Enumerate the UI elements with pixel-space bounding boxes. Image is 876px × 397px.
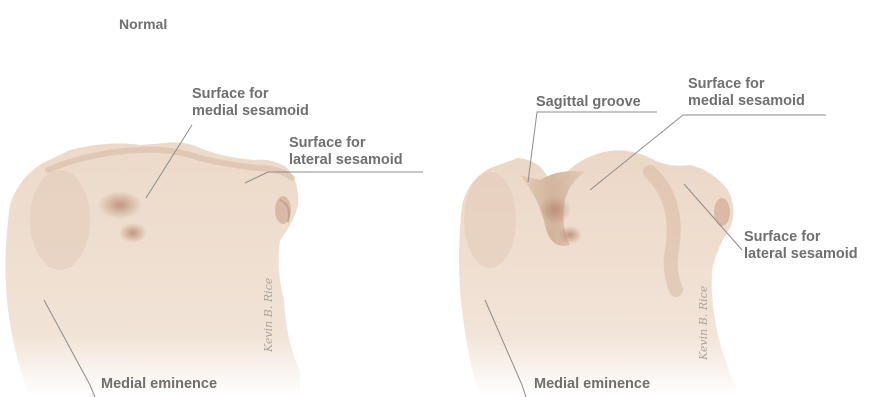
left-medial-facet-shade <box>98 191 142 219</box>
label-right-sagittal-groove: Sagittal groove <box>536 94 641 111</box>
label-right-medial-eminence: Medial eminence <box>534 376 650 393</box>
left-notch-shade <box>119 223 147 243</box>
label-left-medial-eminence: Medial eminence <box>101 376 217 393</box>
label-left-surface-lateral-sesamoid: Surface for lateral sesamoid <box>289 135 403 169</box>
artist-signature-right: Kevin B. Rice <box>697 286 710 360</box>
right-bone <box>459 150 740 397</box>
artist-signature-left: Kevin B. Rice <box>262 278 275 352</box>
label-right-surface-medial-sesamoid: Surface for medial sesamoid <box>688 76 805 110</box>
label-right-surface-lateral-sesamoid: Surface for lateral sesamoid <box>744 229 858 263</box>
label-left-surface-medial-sesamoid: Surface for medial sesamoid <box>192 86 309 120</box>
left-bone <box>5 142 300 397</box>
